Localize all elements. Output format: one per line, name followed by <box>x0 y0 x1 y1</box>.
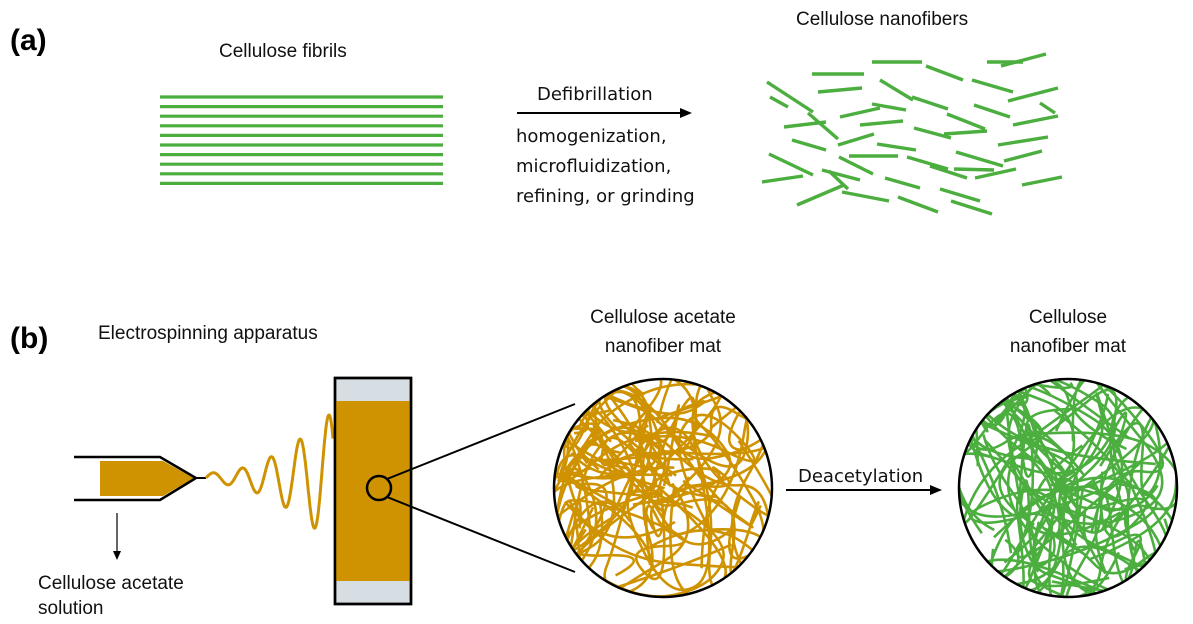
panel-a-label: (a) <box>10 24 47 57</box>
mat-fiber <box>1070 393 1148 538</box>
nanofiber-segment <box>906 155 949 171</box>
nanofiber-segment <box>974 167 1017 180</box>
mat-fiber <box>1090 464 1176 561</box>
nanofiber-segment <box>1021 175 1063 187</box>
mat-fiber <box>1036 487 1085 596</box>
nanofiber-segment <box>897 195 939 214</box>
mat-fiber <box>960 380 1074 532</box>
nanofiber-segment <box>971 78 1014 94</box>
nanofiber-segment <box>1003 149 1043 163</box>
mat-fiber <box>962 380 1116 525</box>
acetate-mat-title-line2: nanofiber mat <box>604 336 722 357</box>
nanofiber-segment <box>997 135 1049 147</box>
mat-fiber <box>1061 401 1162 596</box>
solution-label-line2: solution <box>38 598 104 619</box>
mat-fiber <box>974 380 1128 451</box>
nanofiber-segment <box>925 64 964 82</box>
nanofiber-segment <box>950 199 993 216</box>
apparatus-title: Electrospinning apparatus <box>98 323 318 344</box>
mat-fiber <box>985 484 1098 596</box>
syringe <box>74 455 206 502</box>
mat-fiber <box>666 396 771 519</box>
mat-fiber <box>603 380 681 487</box>
deacetylation-arrow <box>786 485 942 495</box>
nanofiber-segment <box>796 183 845 207</box>
nanofiber-segment <box>913 126 952 140</box>
nanofiber-segment <box>817 86 863 94</box>
nanofiber-segment <box>884 176 921 190</box>
nanofiber-segment <box>955 150 1004 168</box>
nanofiber-segment <box>871 102 907 112</box>
mat-fiber <box>1056 392 1169 558</box>
nanofiber-segment <box>839 106 881 119</box>
mat-fiber <box>564 501 754 569</box>
cellulose-mat-title-line1: Cellulose <box>1028 307 1108 328</box>
mat-fiber <box>555 426 672 577</box>
mat-fiber <box>555 458 616 592</box>
deacetylation-label: Deacetylation <box>798 466 924 487</box>
nanofiber-segment <box>827 169 850 191</box>
cellulose-acetate-mat <box>552 377 774 599</box>
mat-fiber <box>960 380 1085 476</box>
solution-label-line1: Cellulose acetate <box>38 573 184 594</box>
magnifier <box>365 403 576 573</box>
method-1: homogenization, <box>516 126 667 147</box>
cellulose-fibrils-bundle <box>160 95 443 185</box>
nanofiber-segment <box>761 174 804 184</box>
defibrillation-arrow <box>517 108 692 118</box>
solution-pointer-arrow <box>113 513 121 560</box>
nanofiber-segment <box>973 103 1011 119</box>
nanofiber-segment <box>879 78 914 102</box>
electrospinning-jet <box>204 413 335 530</box>
mat-fiber <box>963 380 1124 531</box>
nanofiber-segment <box>1007 86 1059 103</box>
nanofiber-segment <box>939 187 981 203</box>
nanofiber-segment <box>946 112 986 131</box>
nanofiber-segment <box>876 142 917 152</box>
mat-fiber <box>555 466 675 534</box>
nanofiber-segment <box>943 129 988 136</box>
nanofiber-segment <box>821 168 861 182</box>
nanofiber-segment <box>841 190 890 203</box>
mat-fiber <box>600 487 727 596</box>
nanofiber-segment <box>1012 114 1059 127</box>
nanofiber-segment <box>806 111 840 141</box>
nanofiber-segment <box>838 155 874 176</box>
nanofiber-segment <box>929 164 968 180</box>
nanofiber-segment <box>911 95 949 111</box>
panel-b-label: (b) <box>10 322 49 355</box>
nanofiber-segment <box>859 119 904 127</box>
mat-fiber <box>555 380 690 507</box>
cellulose-nanofibers-scatter <box>761 52 1063 216</box>
mat-fiber <box>990 406 1155 579</box>
cellulose-nanofiber-mat <box>957 377 1179 599</box>
nanofiber-segment <box>768 152 814 177</box>
nanofiber-segment <box>953 167 995 172</box>
nanofiber-segment <box>783 120 827 129</box>
nanofibers-title: Cellulose nanofibers <box>796 9 969 30</box>
mat-fiber <box>567 391 621 478</box>
collector-plate <box>333 376 413 606</box>
acetate-mat-title-line1: Cellulose acetate <box>590 307 736 328</box>
nanofiber-segment <box>1039 101 1056 115</box>
fibrils-title: Cellulose fibrils <box>219 41 347 62</box>
nanofiber-segment <box>837 132 875 147</box>
method-2: microfluidization, <box>516 156 672 177</box>
cellulose-mat-title-line2: nanofiber mat <box>1009 336 1127 357</box>
method-3: refining, or grinding <box>516 186 695 207</box>
mat-fiber <box>960 501 1071 596</box>
nanofiber-segment <box>766 80 814 114</box>
mat-fiber <box>632 426 771 596</box>
mat-fiber <box>1050 483 1176 596</box>
mat-fiber <box>555 488 732 596</box>
defibrillation-label: Defibrillation <box>537 84 653 105</box>
nanofiber-segment <box>791 138 827 152</box>
nanofiber-segment <box>1000 52 1047 68</box>
nanofiber-segment <box>769 95 789 109</box>
mat-fiber <box>1007 380 1101 529</box>
